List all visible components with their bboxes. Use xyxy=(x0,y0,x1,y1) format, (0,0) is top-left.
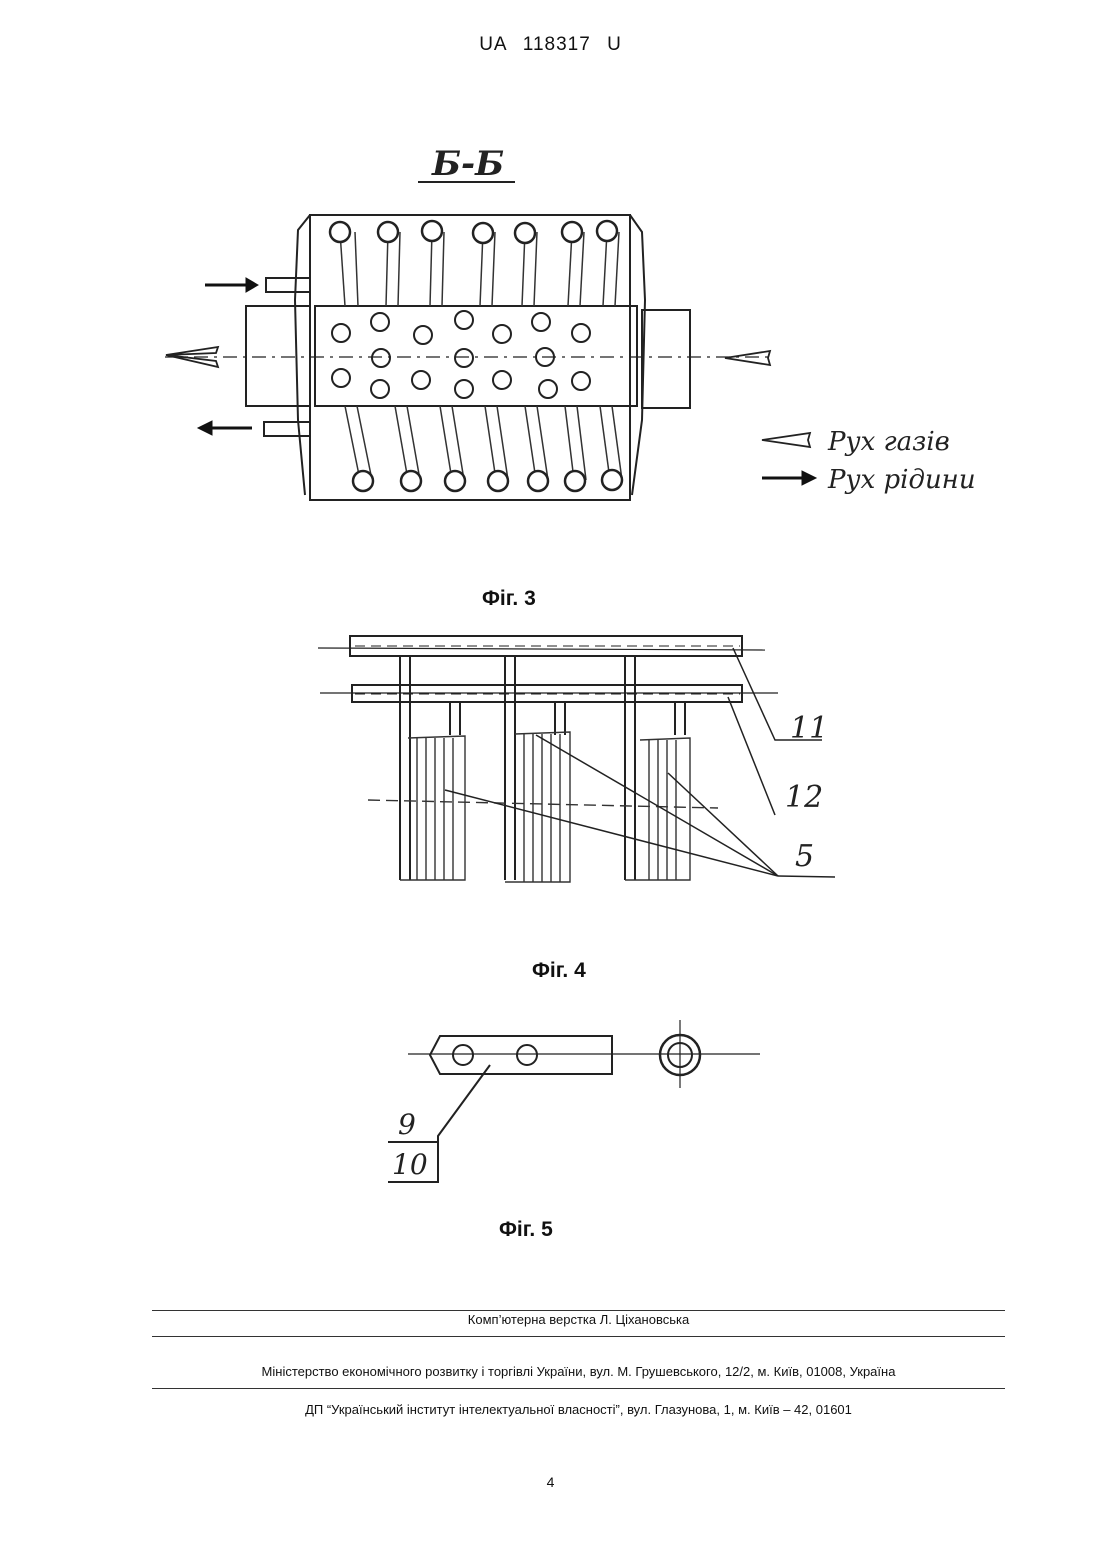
figure-5-caption: Фіг. 5 xyxy=(499,1218,553,1242)
footer-divider-top xyxy=(152,1310,1005,1311)
footer-institute-address: ДП “Український інститут інтелектуальної… xyxy=(152,1402,1005,1417)
ref-10-label: 10 xyxy=(392,1148,428,1181)
section-label: Б-Б xyxy=(431,144,504,184)
footer-divider-bottom xyxy=(152,1388,1005,1389)
footer-typesetter: Комп’ютерна верстка Л. Ціхановська xyxy=(152,1312,1005,1327)
figure-3-caption: Фіг. 3 xyxy=(482,587,536,611)
footer-divider-middle xyxy=(152,1336,1005,1337)
page-number: 4 xyxy=(0,1474,1101,1490)
figure-3-drawing: Б-Б Рух газів Рух рідини xyxy=(0,0,1101,560)
legend-liquid-label: Рух рідини xyxy=(827,465,976,495)
ref-5-label: 5 xyxy=(795,839,814,874)
ref-9-label: 9 xyxy=(398,1108,416,1141)
figure-4-caption: Фіг. 4 xyxy=(532,959,586,983)
ref-11-label: 11 xyxy=(790,711,828,746)
ref-12-label: 12 xyxy=(785,780,823,815)
figure-4-drawing: 11 12 5 xyxy=(0,620,1101,910)
legend-gas-label: Рух газів xyxy=(827,427,950,457)
figure-5-drawing: 9 10 xyxy=(0,1010,1101,1200)
footer-ministry-address: Міністерство економічного розвитку і тор… xyxy=(152,1364,1005,1379)
